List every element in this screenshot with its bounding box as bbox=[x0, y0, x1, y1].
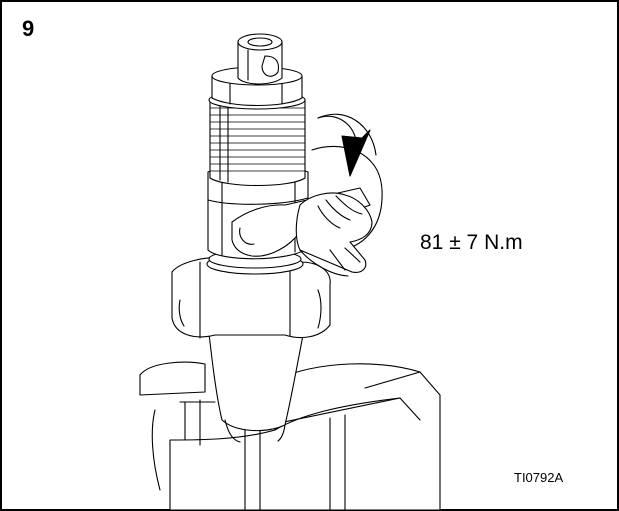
conical-body bbox=[207, 324, 306, 443]
hand-icon bbox=[295, 192, 373, 277]
hex-collar bbox=[171, 257, 331, 339]
curved-arrow-icon bbox=[311, 113, 383, 251]
torque-specification: 81 ± 7 N.m bbox=[420, 231, 523, 254]
figure-id: TI0792A bbox=[514, 470, 564, 485]
stem bbox=[237, 33, 283, 85]
step-number: 9 bbox=[22, 16, 35, 41]
